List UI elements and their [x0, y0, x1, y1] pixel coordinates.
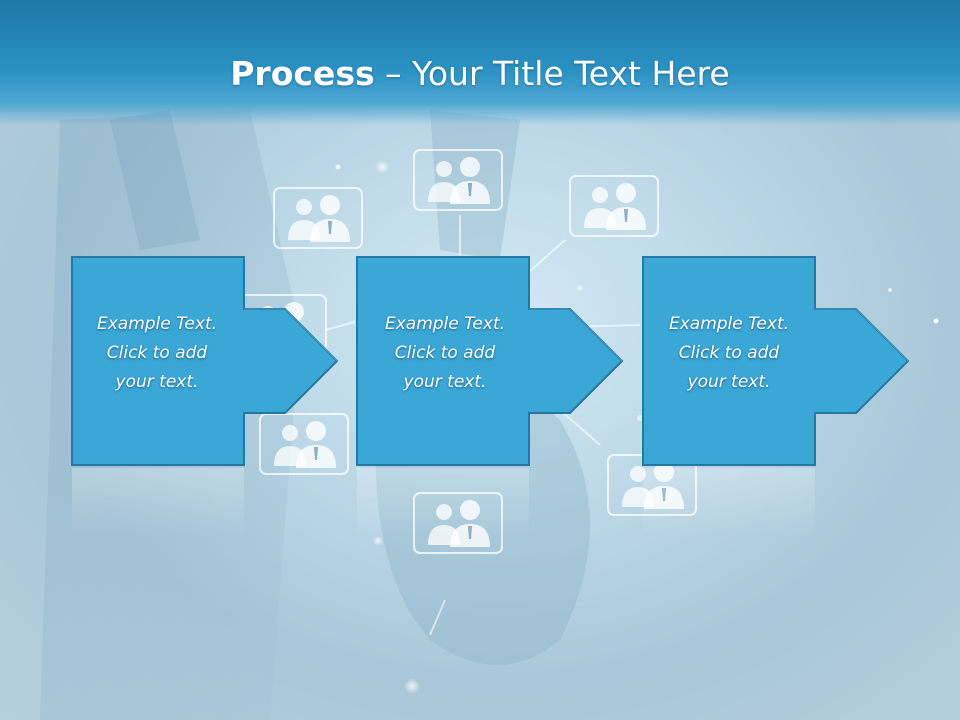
- process-step-1-shape[interactable]: [71, 256, 339, 538]
- process-step-1-arrow-icon: [244, 308, 338, 362]
- title-bar: [0, 0, 960, 125]
- step-1-line-3: your text.: [115, 372, 199, 392]
- step-2-line-1: Example Text.: [384, 314, 506, 334]
- step-3-line-1: Example Text.: [668, 314, 790, 334]
- step-2-line-2: Click to add: [394, 343, 496, 363]
- process-step-3-text[interactable]: Example Text. Click to add your text.: [654, 310, 804, 397]
- process-step-3-shape[interactable]: [642, 256, 910, 538]
- step-1-line-2: Click to add: [106, 343, 208, 363]
- title-rest: Your Title Text Here: [412, 54, 730, 93]
- title-bold: Process: [230, 54, 375, 93]
- title-separator: –: [374, 54, 413, 93]
- step-1-line-1: Example Text.: [96, 314, 218, 334]
- slide-title[interactable]: Process – Your Title Text Here: [0, 52, 960, 96]
- step-3-line-2: Click to add: [678, 343, 780, 363]
- process-step-2-arrow-icon: [529, 308, 623, 362]
- process-step-1-text[interactable]: Example Text. Click to add your text.: [82, 310, 232, 397]
- step-3-line-3: your text.: [687, 372, 771, 392]
- step-2-line-3: your text.: [403, 372, 487, 392]
- process-step-3-arrow-icon: [815, 308, 909, 362]
- process-step-2-shape[interactable]: [356, 256, 624, 538]
- process-step-2-text[interactable]: Example Text. Click to add your text.: [370, 310, 520, 397]
